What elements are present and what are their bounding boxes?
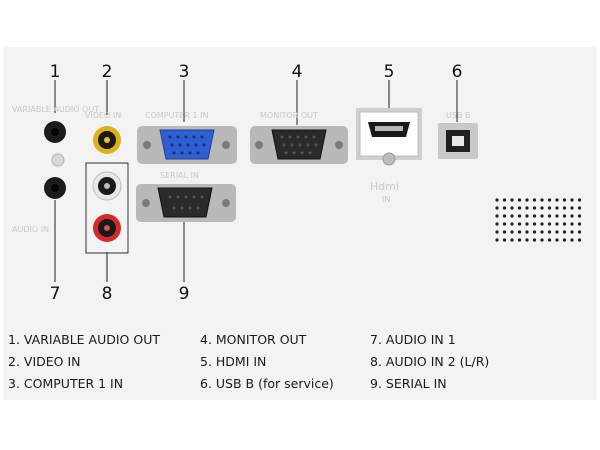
audio-in-2-right-rca-icon [93, 214, 121, 242]
legend-item-8: 8. AUDIO IN 2 (L/R) [370, 354, 490, 369]
callout-1: 1 [49, 62, 61, 82]
audio-in-2-bracket [85, 162, 129, 254]
label-video-in: VIDEO IN [85, 111, 121, 120]
usb-b-port-icon [438, 123, 478, 159]
legend-item-6: 6. USB B (for service) [200, 376, 334, 391]
callout-6: 6 [451, 62, 463, 82]
audio-in-2-left-rca-icon [92, 171, 122, 201]
screw-icon [51, 153, 65, 167]
label-usb: USB B [446, 111, 470, 120]
hdmi-in-port-icon [356, 108, 422, 166]
callout-3: 3 [178, 62, 190, 82]
label-hdmi-logo: Hdmi [370, 180, 399, 193]
legend-item-9: 9. SERIAL IN [370, 376, 447, 391]
label-variable-audio-out: VARIABLE AUDIO OUT [12, 105, 99, 114]
audio-in-1-jack-icon [44, 177, 66, 199]
label-audio-in: AUDIO IN [12, 225, 49, 234]
legend-item-2: 2. VIDEO IN [8, 354, 81, 369]
callout-9: 9 [178, 284, 190, 304]
callout-7: 7 [49, 284, 61, 304]
callout-2: 2 [101, 62, 113, 82]
monitor-out-vga-port-icon [250, 126, 348, 164]
legend-item-4: 4. MONITOR OUT [200, 332, 307, 347]
computer-in-vga-port-icon [137, 126, 237, 164]
callout-4: 4 [291, 62, 303, 82]
legend-item-7: 7. AUDIO IN 1 [370, 332, 456, 347]
callout-8: 8 [101, 284, 113, 304]
legend-item-5: 5. HDMI IN [200, 354, 267, 369]
video-in-rca-icon [93, 126, 121, 154]
label-serial-in: SERIAL IN [160, 171, 199, 180]
legend-item-3: 3. COMPUTER 1 IN [8, 376, 124, 391]
legend-item-1: 1. VARIABLE AUDIO OUT [8, 332, 160, 347]
variable-audio-out-jack-icon [44, 121, 66, 143]
label-hdmi-in: IN [382, 195, 390, 204]
label-computer-in: COMPUTER 1 IN [145, 111, 209, 120]
label-monitor-out: MONITOR OUT [260, 111, 318, 120]
callout-5: 5 [383, 62, 395, 82]
speaker-grille-icon [495, 198, 582, 242]
serial-in-port-icon [136, 184, 236, 222]
